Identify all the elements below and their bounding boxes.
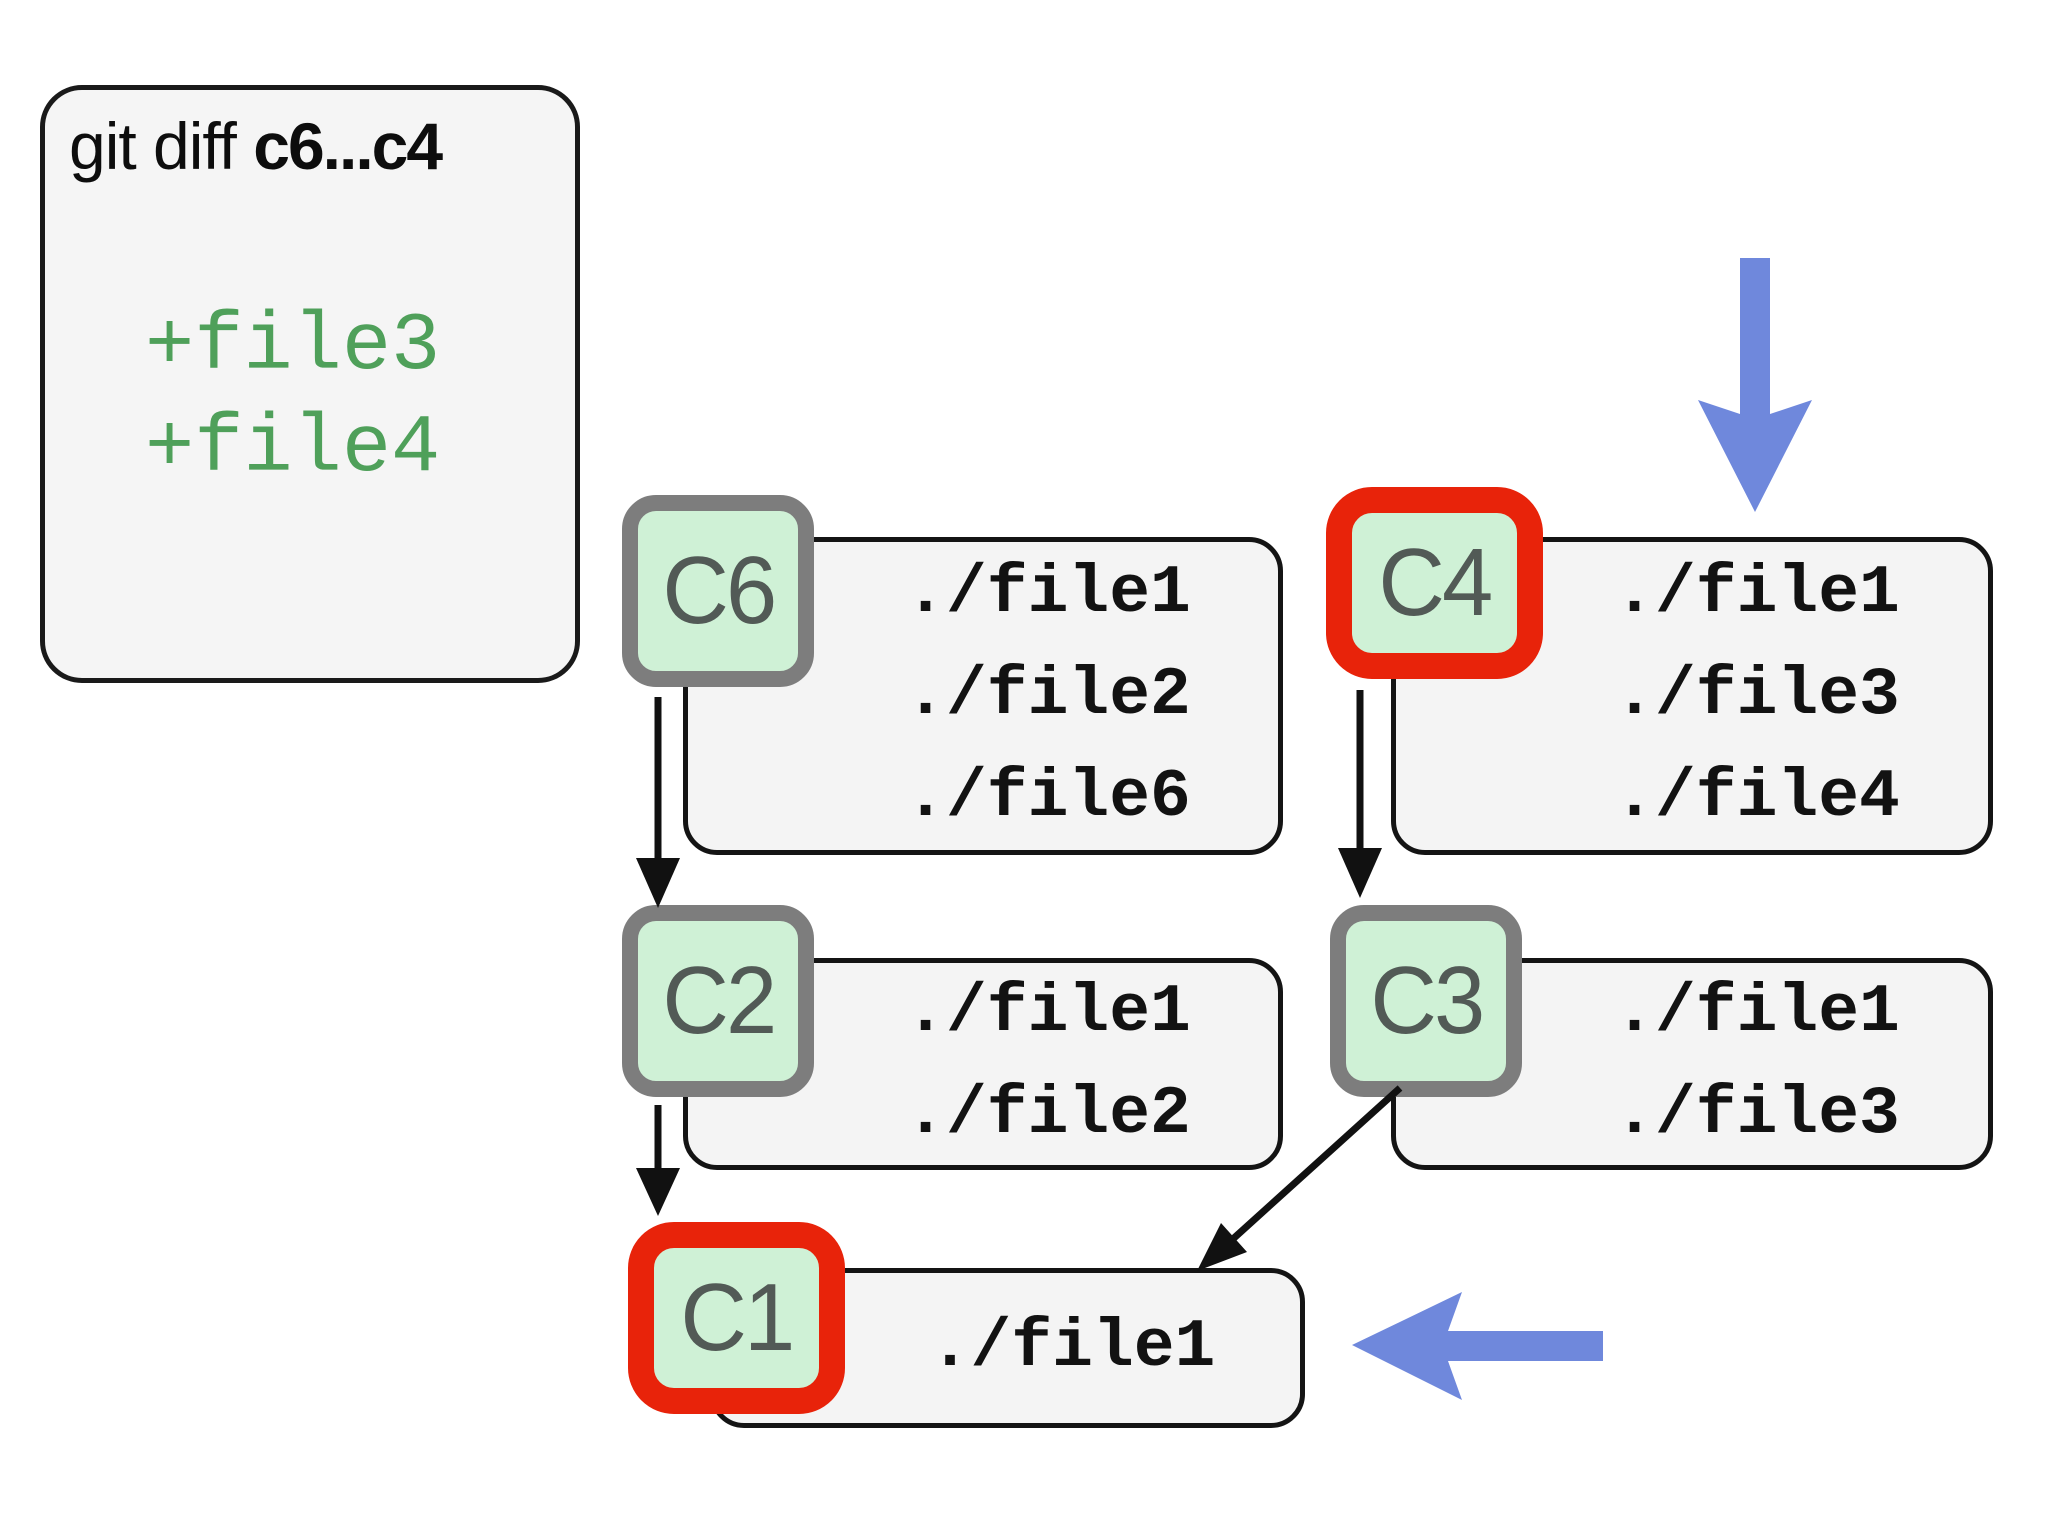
commit-node-c1-highlighted: C1: [628, 1222, 845, 1414]
git-diff-command-range: c6...c4: [253, 109, 443, 183]
file-entry: ./file1: [1614, 974, 1900, 1051]
git-diff-command: git diff c6...c4: [69, 108, 443, 184]
commit-label-c4: C4: [1378, 529, 1493, 636]
file-entry: ./file2: [905, 657, 1191, 734]
edge-c4-c3: [1338, 690, 1382, 898]
file-list-c6: ./file1 ./file2 ./file6: [683, 537, 1283, 855]
edge-c2-c1: [636, 1105, 680, 1216]
file-entry: ./file1: [905, 974, 1191, 1051]
commit-node-c6: C6: [622, 495, 814, 687]
file-entry: ./file6: [905, 759, 1191, 836]
file-entry: ./file2: [905, 1076, 1191, 1153]
blue-left-arrow-icon: [1352, 1292, 1603, 1400]
file-entry: ./file1: [905, 555, 1191, 632]
commit-node-c3: C3: [1330, 905, 1522, 1097]
edge-c6-c2: [636, 697, 680, 908]
git-diff-panel: git diff c6...c4 +file3 +file4: [40, 85, 580, 683]
diff-added-file4: +file4: [145, 402, 441, 495]
commit-label-c3: C3: [1369, 947, 1485, 1054]
diff-added-file3: +file3: [145, 300, 441, 393]
commit-label-c1: C1: [680, 1264, 795, 1371]
file-entry: ./file3: [1614, 657, 1900, 734]
commit-node-c2: C2: [622, 905, 814, 1097]
file-entry: ./file3: [1614, 1076, 1900, 1153]
commit-label-c6: C6: [661, 537, 777, 644]
file-entry: ./file4: [1614, 759, 1900, 836]
commit-node-c4-highlighted: C4: [1326, 487, 1543, 679]
file-entry: ./file1: [929, 1309, 1216, 1386]
commit-label-c2: C2: [661, 947, 777, 1054]
file-entry: ./file1: [1614, 555, 1900, 632]
file-list-c3: ./file1 ./file3: [1391, 958, 1993, 1170]
git-diff-command-prefix: git diff: [69, 109, 254, 183]
blue-down-arrow-icon: [1698, 258, 1812, 512]
